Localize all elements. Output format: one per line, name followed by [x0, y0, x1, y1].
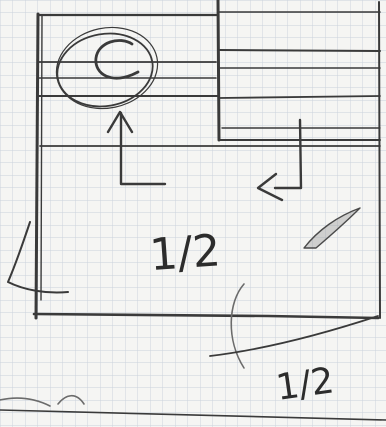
frame-right-edge [379, 2, 380, 318]
frame-left-edge-inner [41, 16, 42, 300]
half-label-lower: 1/2 [274, 360, 337, 409]
right-row-line-2 [219, 50, 380, 51]
half-label-main: 1/2 [148, 225, 222, 281]
frame-left-edge [36, 14, 38, 318]
center-divider [218, 0, 219, 140]
